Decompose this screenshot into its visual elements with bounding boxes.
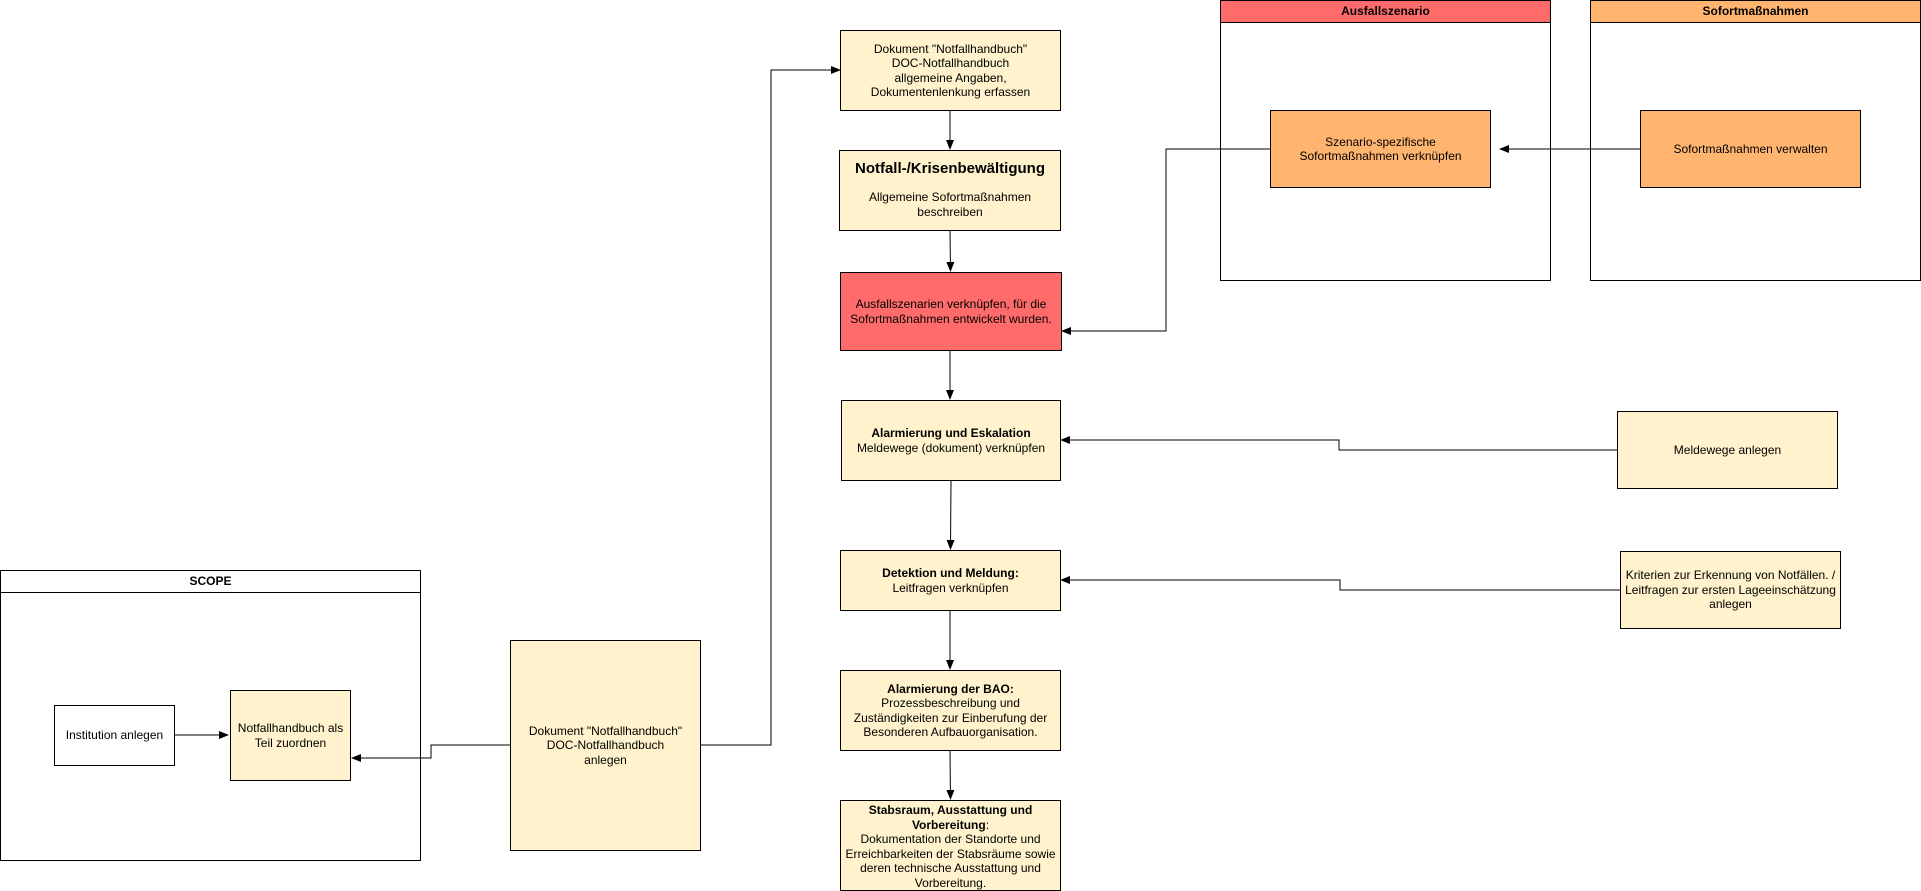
edge-kriterien-to-detektion: [1060, 576, 1620, 591]
node-meldewege-anlegen[interactable]: Meldewege anlegen: [1617, 411, 1838, 489]
node-krisenbewaeltigung-title: Notfall-/Krisenbewältigung: [854, 159, 1045, 177]
node-krisenbewaeltigung-text: Allgemeine Sofortmaßnahmen beschreiben: [868, 190, 1032, 219]
node-ausfallszenarien-verknuepfen[interactable]: Ausfallszenarien verknüpfen, für die Sof…: [840, 272, 1062, 351]
node-institution-anlegen[interactable]: Institution anlegen: [54, 705, 175, 766]
node-notfallhandbuch-zuordnen[interactable]: Notfallhandbuch als Teil zuordnen: [230, 690, 351, 781]
edge-alarmierung-to-detektion: [946, 480, 955, 550]
node-krisenbewaeltigung[interactable]: Notfall-/Krisenbewältigung Allgemeine So…: [839, 150, 1061, 231]
edge-krisen-to-ausfall: [946, 230, 955, 272]
edge-docanlegen-to-docerfassen: [700, 66, 841, 746]
node-sofortmassnahmen-verwalten-label: Sofortmaßnahmen verwalten: [1673, 141, 1828, 156]
swimlane-scope-title: SCOPE: [1, 571, 420, 593]
edge-docanlegen-to-zuordnen: [351, 744, 510, 762]
node-alarmierung-eskalation-title: Alarmierung und Eskalation: [871, 426, 1031, 440]
node-meldewege-anlegen-label: Meldewege anlegen: [1673, 442, 1782, 457]
swimlane-sofortmassnahmen-title: Sofortmaßnahmen: [1591, 1, 1920, 23]
node-detektion-meldung-text: Leitfragen verknüpfen: [892, 580, 1009, 595]
node-alarmierung-bao-text: Prozessbeschreibung und Zuständigkeiten …: [853, 696, 1048, 739]
node-dokument-erfassen-label: Dokument "Notfallhandbuch" DOC-Notfallha…: [870, 41, 1031, 100]
node-stabsraum[interactable]: Stabsraum, Ausstattung und Vorbereitung:…: [840, 800, 1061, 891]
node-szenario-spezifisch[interactable]: Szenario-spezifische Sofortmaßnahmen ver…: [1270, 110, 1491, 188]
node-szenario-spezifisch-label: Szenario-spezifische Sofortmaßnahmen ver…: [1299, 134, 1462, 164]
node-stabsraum-heading: Stabsraum, Ausstattung und Vorbereitung:: [845, 803, 1056, 832]
node-dokument-anlegen-label: Dokument "Notfallhandbuch" DOC-Notfallha…: [528, 723, 683, 767]
node-detektion-meldung[interactable]: Detektion und Meldung: Leitfragen verknü…: [840, 550, 1061, 611]
node-detektion-meldung-title: Detektion und Meldung:: [882, 566, 1019, 580]
node-kriterien-anlegen[interactable]: Kriterien zur Erkennung von Notfällen. /…: [1620, 551, 1841, 629]
node-alarmierung-eskalation-text: Meldewege (dokument) verknüpfen: [856, 440, 1046, 455]
node-stabsraum-suffix: :: [985, 817, 990, 832]
node-alarmierung-eskalation[interactable]: Alarmierung und Eskalation Meldewege (do…: [841, 400, 1061, 481]
node-sofortmassnahmen-verwalten[interactable]: Sofortmaßnahmen verwalten: [1640, 110, 1861, 188]
node-dokument-erfassen[interactable]: Dokument "Notfallhandbuch" DOC-Notfallha…: [840, 30, 1061, 111]
node-notfallhandbuch-zuordnen-label: Notfallhandbuch als Teil zuordnen: [237, 721, 344, 750]
node-kriterien-anlegen-label: Kriterien zur Erkennung von Notfällen. /…: [1625, 568, 1836, 612]
node-alarmierung-bao[interactable]: Alarmierung der BAO: Prozessbeschreibung…: [840, 670, 1061, 751]
swimlane-ausfallszenario-title: Ausfallszenario: [1221, 1, 1550, 23]
edge-bao-to-stabsraum: [946, 750, 955, 800]
edge-meldewege-to-alarmierung: [1060, 436, 1617, 451]
node-ausfallszenarien-verknuepfen-label: Ausfallszenarien verknüpfen, für die Sof…: [850, 297, 1052, 326]
node-institution-anlegen-label: Institution anlegen: [65, 728, 164, 743]
node-stabsraum-text: Dokumentation der Standorte und Erreichb…: [845, 832, 1056, 890]
node-dokument-anlegen[interactable]: Dokument "Notfallhandbuch" DOC-Notfallha…: [510, 640, 701, 851]
node-stabsraum-title: Stabsraum, Ausstattung und Vorbereitung: [868, 803, 1033, 832]
node-alarmierung-bao-title: Alarmierung der BAO:: [887, 681, 1014, 696]
edge-szenario-to-ausfall: [1061, 148, 1270, 335]
